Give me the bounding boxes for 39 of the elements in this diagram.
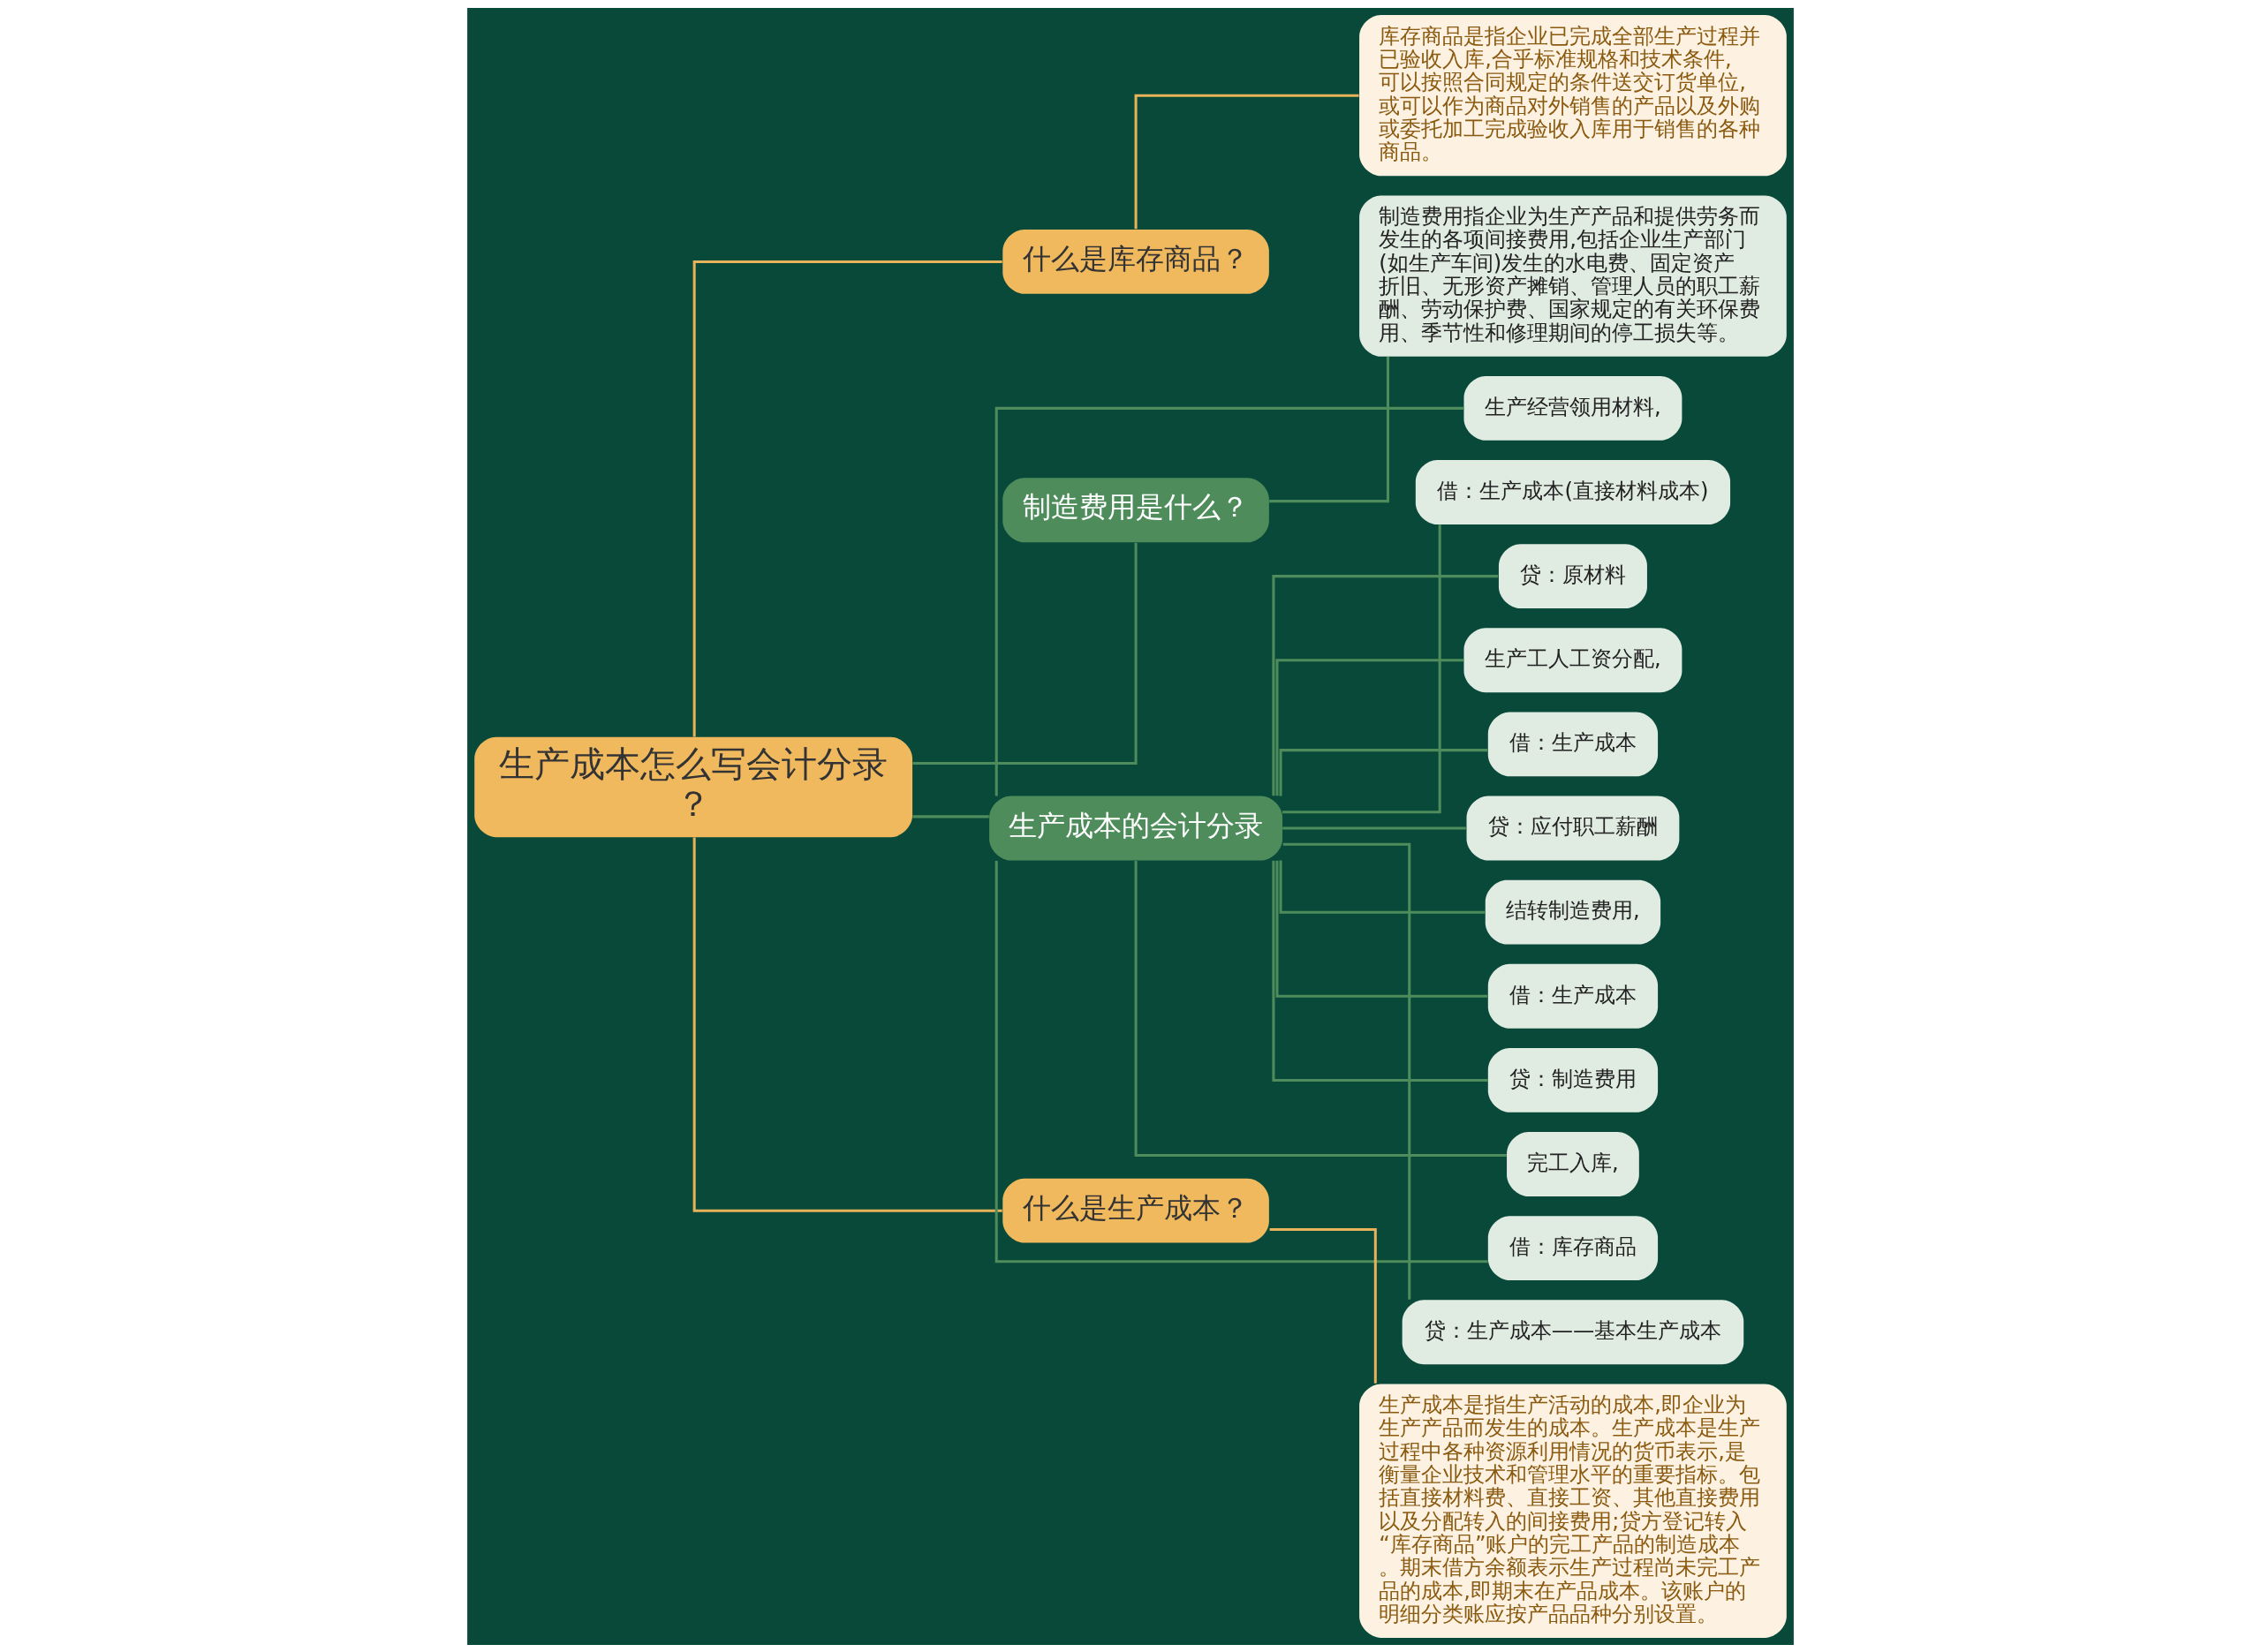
node-box: 贷：原材料 bbox=[1498, 543, 1647, 608]
connector bbox=[1275, 860, 1488, 998]
node-box: 生产经营领用材料, bbox=[1463, 375, 1683, 441]
node-box: 生产成本的会计分录 bbox=[989, 796, 1283, 860]
connector bbox=[1134, 94, 1359, 229]
connector bbox=[994, 406, 1464, 796]
node-box: 贷：生产成本——基本生产成本 bbox=[1402, 1299, 1744, 1364]
connector bbox=[1279, 860, 1486, 914]
connector bbox=[912, 814, 989, 818]
node-box: 结转制造费用, bbox=[1485, 879, 1661, 945]
connector bbox=[1269, 356, 1389, 502]
node-box: 贷：制造费用 bbox=[1487, 1047, 1659, 1113]
node-box: 借：库存商品 bbox=[1487, 1215, 1659, 1280]
node-box: 生产成本是指生产活动的成本,即企业为生产产品而发生的成本。生产成本是生产过程中各种资源利用情况的货币表示,是衡量企业技术和管理水平的重要指标。包括直接材料费、直接工资、其他直接费用以及分配转入的间接费用;贷方登记转入“库存商品”账户的完工产品的制造成本。期末借方余额表示生产过程尚未完工产品的成本,即期末在产品成本。该账户的明细分类账应按产品品种分别设置。 bbox=[1359, 1384, 1787, 1638]
node-box: 什么是生产成本？ bbox=[1002, 1178, 1269, 1243]
node-box: 贷：应付职工薪酬 bbox=[1466, 796, 1680, 860]
node-box: 完工入库, bbox=[1507, 1131, 1639, 1196]
connector bbox=[1282, 524, 1441, 813]
connector bbox=[1275, 658, 1464, 796]
connector bbox=[692, 260, 1002, 736]
connector bbox=[692, 836, 1002, 1212]
connector bbox=[994, 860, 1488, 1263]
node-box: 生产成本怎么写会计分录？ bbox=[474, 736, 913, 837]
node-box: 库存商品是指企业已完成全部生产过程并已验收入库,合乎标准规格和技术条件,可以按照合同规定的条件送交订货单位,或可以作为商品对外销售的产品以及外购或委托加工完成验收入库用于销售的各种商品。 bbox=[1359, 14, 1787, 176]
node-box: 什么是库存商品？ bbox=[1002, 229, 1269, 294]
node-box: 借：生产成本 bbox=[1487, 963, 1659, 1029]
connector bbox=[1282, 826, 1466, 830]
connector bbox=[912, 542, 1138, 765]
node-box: 借：生产成本(直接材料成本) bbox=[1415, 459, 1731, 524]
node-box: 生产工人工资分配, bbox=[1463, 627, 1683, 692]
connector bbox=[1279, 748, 1488, 796]
connector bbox=[1269, 1227, 1377, 1384]
connector bbox=[1272, 574, 1499, 796]
connector bbox=[1134, 860, 1507, 1157]
connector bbox=[1282, 842, 1411, 1300]
node-box: 制造费用指企业为生产产品和提供劳务而发生的各项间接费用,包括企业生产部门(如生产车间)发生的水电费、固定资产折旧、无形资产摊销、管理人员的职工薪酬、劳动保护费、国家规定的有关环保费用、季节性和修理期间的停工损失等。 bbox=[1359, 195, 1787, 357]
node-box: 借：生产成本 bbox=[1487, 711, 1659, 776]
connector bbox=[1272, 860, 1488, 1082]
node-box: 制造费用是什么？ bbox=[1002, 477, 1269, 542]
